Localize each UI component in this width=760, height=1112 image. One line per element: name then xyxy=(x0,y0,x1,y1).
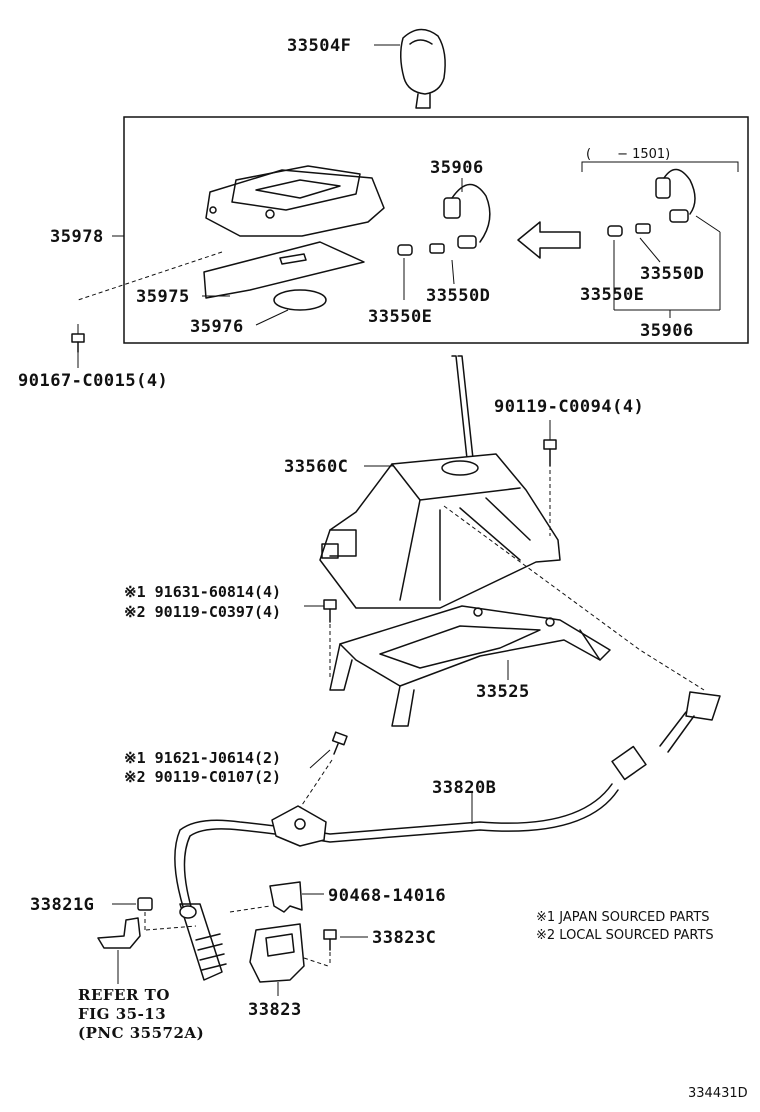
label-harness-right: 35906 xyxy=(640,321,694,341)
label-bolt-local2: ※2 90119-C0107(2) xyxy=(124,768,281,786)
label-lock: 90468-14016 xyxy=(328,886,446,906)
label-bulb-e-center: 33550E xyxy=(368,307,432,327)
legend-japan: ※1 JAPAN SOURCED PARTS xyxy=(536,910,710,925)
shift-cable-part xyxy=(174,691,721,981)
bolt-cable-part xyxy=(299,731,348,809)
shift-housing-part xyxy=(112,165,385,237)
label-refer-3: (PNC 35572A) xyxy=(78,1024,204,1042)
indicator-plate-part xyxy=(255,289,327,326)
replacement-arrow-icon xyxy=(517,221,581,259)
label-bulb-d-center: 33550D xyxy=(426,286,490,306)
label-bolt-local1: ※2 90119-C0397(4) xyxy=(124,603,281,621)
label-cable: 33820B xyxy=(432,778,496,798)
label-clip: 33821G xyxy=(30,895,94,915)
label-refer-2: FIG 35-13 xyxy=(78,1005,166,1023)
label-harness-center: 35906 xyxy=(430,158,484,178)
label-bulb-e-right: 33550E xyxy=(580,285,644,305)
harness-right-part xyxy=(607,168,721,318)
shift-knob-part xyxy=(374,28,446,109)
label-retainer: 33823 xyxy=(248,1000,302,1020)
label-refer-1: REFER TO xyxy=(78,986,170,1004)
label-range: ( − 1501) xyxy=(586,147,670,162)
lock-clip-part xyxy=(229,881,324,913)
diagram-id: 334431D xyxy=(688,1086,748,1101)
label-bolt-jp1: ※1 91631-60814(4) xyxy=(124,583,281,601)
clip-part xyxy=(112,897,153,930)
label-bracket: 33525 xyxy=(476,682,530,702)
range-bracket xyxy=(581,161,739,172)
label-bolt-shifter: 90119-C0094(4) xyxy=(494,397,644,417)
shifter-assembly-part xyxy=(319,355,561,609)
screw-upper-part xyxy=(71,324,85,368)
label-housing: 35978 xyxy=(50,227,104,247)
bolt-shifter-part xyxy=(543,420,557,536)
label-shifter: 33560C xyxy=(284,457,348,477)
label-plate: 35976 xyxy=(190,317,244,337)
label-bolt-jp2: ※1 91621-J0614(2) xyxy=(124,749,281,767)
bezel-part xyxy=(202,241,365,299)
bolt-lower-part xyxy=(323,929,368,966)
retainer-part xyxy=(249,923,329,996)
label-bulb-d-right: 33550D xyxy=(640,264,704,284)
label-bezel: 35975 xyxy=(136,287,190,307)
label-bolt-lower: 33823C xyxy=(372,928,436,948)
bolt-bracket-part xyxy=(304,599,337,680)
mounting-bracket-part xyxy=(329,605,611,727)
harness-center-part xyxy=(397,178,491,300)
sub-assembly-box xyxy=(123,116,749,344)
label-knob: 33504F xyxy=(287,36,351,56)
housing-screw-dash xyxy=(77,251,223,301)
clip-bracket-part xyxy=(97,917,197,984)
legend-local: ※2 LOCAL SOURCED PARTS xyxy=(536,928,714,943)
label-screw-upper: 90167-C0015(4) xyxy=(18,371,168,391)
